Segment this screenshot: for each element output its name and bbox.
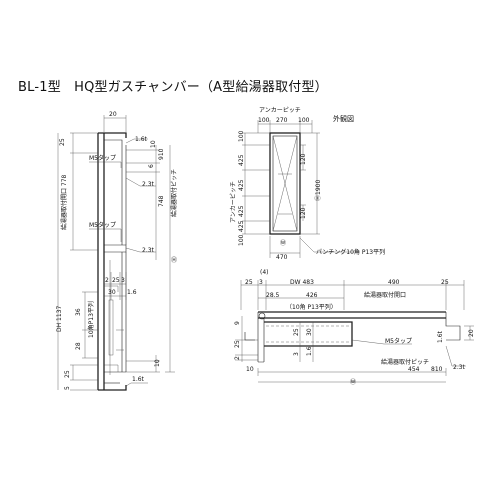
plan-dw-483: DW 483 <box>290 279 314 286</box>
side-section-view: 20 1.6t 1.6t 25 給湯器取付開口 778 DH 1137 25 5… <box>56 111 178 391</box>
anchor-120: 120 <box>300 153 307 165</box>
anchor-270: 270 <box>276 117 288 124</box>
plan-810: 810 <box>431 366 443 373</box>
thickness-1-6t-right: 1.6t <box>437 330 444 343</box>
anchor-v-425-4: 425 <box>238 220 245 232</box>
anchor-120-b: 120 <box>300 207 307 219</box>
plan-heater-opening: 給湯器取付開口 <box>364 291 406 299</box>
dim-left-25-top: 25 <box>59 138 66 146</box>
anchor-100-b: 100 <box>298 117 310 124</box>
plan-28-5: 28.5 <box>266 292 280 299</box>
plan-25-a: 25 <box>245 279 253 286</box>
thickness-1-6t-bottom: 1.6t <box>132 376 145 383</box>
anchor-pitch-vertical: アンカーピッチ <box>230 181 237 223</box>
dim-30: 30 <box>108 289 116 296</box>
plan-3: 3 <box>259 279 263 286</box>
thickness-2-3t-top: 2.3t <box>142 181 155 188</box>
dim-25: 25 <box>112 277 120 284</box>
dim-748: 748 <box>158 195 165 207</box>
drawing-title: BL-1型 HQ型ガスチャンバー（A型給湯器取付型） <box>18 80 328 95</box>
plan-9: 9 <box>234 321 241 325</box>
dim-top-20: 20 <box>109 111 117 118</box>
dim-28: 28 <box>75 342 82 350</box>
plan-2: 2 <box>234 356 241 360</box>
m5-tap-mid: M5タップ <box>89 221 116 229</box>
width-w-circle: Ⓦ <box>280 239 286 247</box>
plan-3-b: 3 <box>293 352 300 356</box>
dim-3: 3 <box>121 277 125 284</box>
anchor-v-425-3: 425 <box>238 205 245 217</box>
dim-right-10-a: 10 <box>150 140 157 148</box>
plan-454: 454 <box>408 366 420 373</box>
dh-1137: DH 1137 <box>56 306 63 332</box>
dim-36: 36 <box>75 308 82 316</box>
dim-right-910: 910 <box>158 148 165 160</box>
plan-30: 30 <box>306 328 313 336</box>
m5-tap-top: M5タップ <box>89 154 116 162</box>
width-470-label: 470 <box>276 254 288 261</box>
m5-tap-right: M5タップ <box>385 337 412 345</box>
dim-right-10-b: 10 <box>154 359 161 367</box>
height-1900: Ⓗ1900 <box>314 180 322 201</box>
plan-25-d: 25 <box>293 328 300 336</box>
plan-25-b: 25 <box>441 279 449 286</box>
paren-4: (4) <box>260 269 269 276</box>
plan-20: 20 <box>468 329 475 337</box>
front-exterior-view: 外観図 アンカーピッチ 100 270 100 100 425 425 425 … <box>230 107 385 261</box>
anchor-v-425-2: 425 <box>238 179 245 191</box>
heater-opening-vertical: 給湯器取付開口 778 <box>60 174 68 230</box>
plan-w-circle: Ⓦ <box>350 378 356 386</box>
heater-pitch-vertical: 給湯器取付ピッチ <box>170 169 178 217</box>
anchor-v-425-1: 425 <box>238 154 245 166</box>
plan-490: 490 <box>388 279 400 286</box>
thickness-2-3t-mid: 2.3t <box>142 247 155 254</box>
dim-2: 2 <box>105 277 109 284</box>
plan-10: 10 <box>246 366 254 373</box>
exterior-view-label: 外観図 <box>333 114 354 123</box>
dim-left-25-bottom: 25 <box>64 370 71 378</box>
thickness-1-6t-top: 1.6t <box>135 136 148 143</box>
anchor-100-a: 100 <box>258 117 270 124</box>
plan-25-c: 25 <box>234 340 241 348</box>
dim-1-6: 1.6 <box>127 289 137 296</box>
plan-426: 426 <box>306 292 318 299</box>
punching-small-vertical: 10角P13平列 <box>87 301 95 338</box>
anchor-v-100-top: 100 <box>238 130 245 142</box>
anchor-pitch-top: アンカーピッチ <box>259 107 301 114</box>
thickness-2-3t-right: 2.3t <box>453 364 466 371</box>
height-h-circle: Ⓗ <box>171 256 177 264</box>
plan-view: (4) 25 3 DW 483 490 25 28.5 426 給湯器取付開口 … <box>234 269 475 386</box>
plan-1-6: 1.6 <box>306 346 313 356</box>
anchor-v-100-bottom: 100 <box>238 234 245 246</box>
dim-left-5-bottom: 5 <box>64 386 71 390</box>
plan-punching-note: （10角 P13平列） <box>286 303 337 311</box>
heater-pitch-horizontal: 給湯器取付ピッチ <box>381 358 429 366</box>
dim-right-6: 6 <box>148 164 155 168</box>
